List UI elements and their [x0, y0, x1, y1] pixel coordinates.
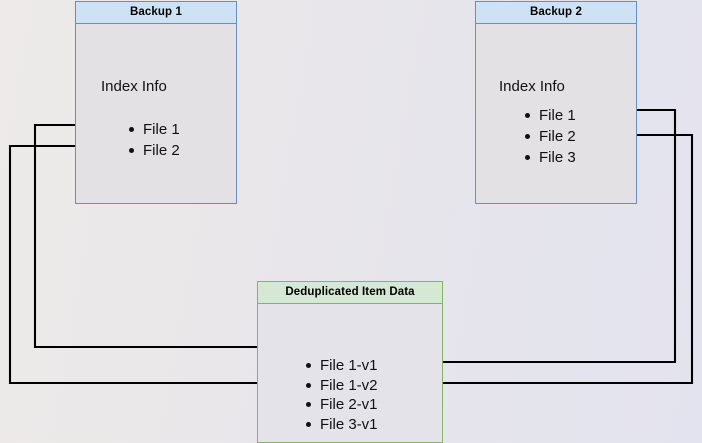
backup-2-index-label: Index Info: [499, 78, 565, 95]
backup-2-header: Backup 2: [476, 2, 636, 24]
deduplicated-item-data-header: Deduplicated Item Data: [258, 282, 442, 304]
list-item: File 2: [128, 140, 180, 161]
backup-1-header: Backup 1: [76, 2, 236, 24]
list-item: File 3-v1: [305, 415, 378, 435]
backup-2-file-list: File 1 File 2 File 3: [524, 105, 576, 168]
deduplicated-item-data-body: File 1-v1 File 1-v2 File 2-v1 File 3-v1: [258, 304, 442, 442]
backup-1-box: Backup 1 Index Info File 1 File 2: [75, 1, 237, 204]
list-item: File 1-v2: [305, 376, 378, 396]
backup-1-body: Index Info File 1 File 2: [76, 24, 236, 203]
list-item: File 1: [128, 119, 180, 140]
backup-1-index-label: Index Info: [101, 78, 167, 95]
deduplicated-item-data-box: Deduplicated Item Data File 1-v1 File 1-…: [257, 281, 443, 443]
list-item: File 3: [524, 147, 576, 168]
list-item: File 1: [524, 105, 576, 126]
list-item: File 2-v1: [305, 395, 378, 415]
backup-2-box: Backup 2 Index Info File 1 File 2 File 3: [475, 1, 637, 204]
list-item: File 1-v1: [305, 356, 378, 376]
backup-2-body: Index Info File 1 File 2 File 3: [476, 24, 636, 203]
backup-1-file-list: File 1 File 2: [128, 119, 180, 161]
list-item: File 2: [524, 126, 576, 147]
deduplicated-file-list: File 1-v1 File 1-v2 File 2-v1 File 3-v1: [305, 356, 378, 434]
